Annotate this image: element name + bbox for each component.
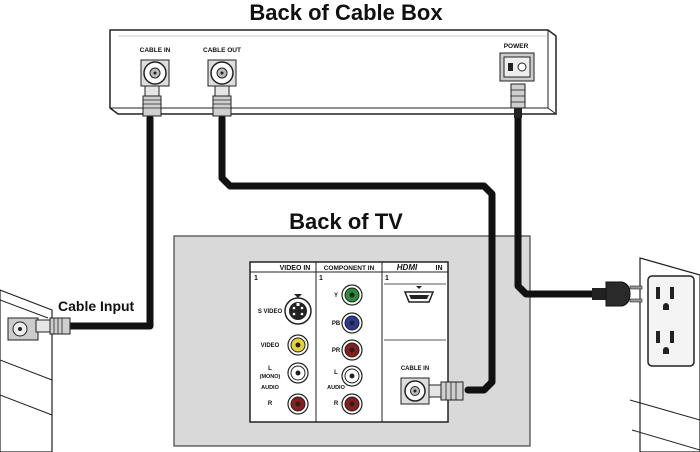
audio-l-label: L: [268, 366, 272, 372]
comp-audio-r-jack-red: [341, 393, 363, 415]
audio-mono-label: (MONO): [260, 374, 281, 380]
video-label: VIDEO: [261, 343, 280, 349]
box-power-socket: [499, 52, 535, 82]
box-cable-out-label: CABLE OUT: [203, 47, 241, 54]
pb-label: PB: [332, 321, 341, 327]
box-power-label: POWER: [504, 43, 529, 50]
audio-r-jack-red: [287, 393, 309, 415]
section-number-1: 1: [254, 275, 258, 282]
cable-input-label: Cable Input: [58, 298, 135, 314]
audio-r-label: R: [268, 401, 273, 407]
box-cable-in-jack: [140, 59, 170, 87]
hdmi-in-header: IN: [436, 265, 443, 272]
section-number-3: 1: [385, 275, 389, 282]
pb-jack-blue: [341, 312, 363, 334]
s-video-label: S VIDEO: [258, 309, 283, 315]
comp-audio-l-jack-white: [341, 365, 363, 387]
power-plug: [592, 281, 643, 307]
outlet-socket-bottom: [656, 331, 674, 354]
box-cable-in-label: CABLE IN: [140, 47, 171, 54]
y-label: Y: [334, 293, 338, 299]
wall-power-outlet: [629, 257, 700, 452]
wall-coax-outlet: [0, 289, 53, 452]
hdmi-header: HDMI: [397, 263, 418, 272]
comp-audio-label: AUDIO: [327, 385, 345, 391]
tv-cable-in-label: CABLE IN: [401, 366, 429, 372]
pr-label: PR: [332, 348, 341, 354]
comp-audio-l-label: L: [334, 370, 338, 376]
outlet-socket-top: [656, 287, 674, 310]
power-cord: [510, 83, 643, 307]
comp-audio-r-label: R: [334, 401, 339, 407]
tv-back-panel: Back of TV VIDEO IN COMPONENT IN HDMI IN…: [173, 209, 531, 447]
audio-l-jack-white: [287, 362, 309, 384]
video-in-header: VIDEO IN: [280, 265, 311, 272]
y-jack-green: [341, 284, 363, 306]
tv-title: Back of TV: [289, 209, 403, 234]
cable-wall-to-box: [35, 85, 162, 335]
cable-box-title: Back of Cable Box: [249, 0, 443, 25]
s-video-jack: [284, 294, 312, 325]
component-in-header: COMPONENT IN: [324, 265, 375, 272]
audio-label: AUDIO: [261, 385, 279, 391]
cable-box-to-tv: [212, 85, 496, 401]
pr-jack-red: [341, 339, 363, 361]
box-cable-out-jack: [207, 59, 237, 87]
cable-box: CABLE IN CABLE OUT POWER: [109, 29, 557, 115]
section-number-2: 1: [319, 275, 323, 282]
hdmi-port: [403, 286, 435, 303]
tv-cable-in-jack: [400, 377, 430, 405]
video-jack-yellow: [287, 334, 309, 356]
